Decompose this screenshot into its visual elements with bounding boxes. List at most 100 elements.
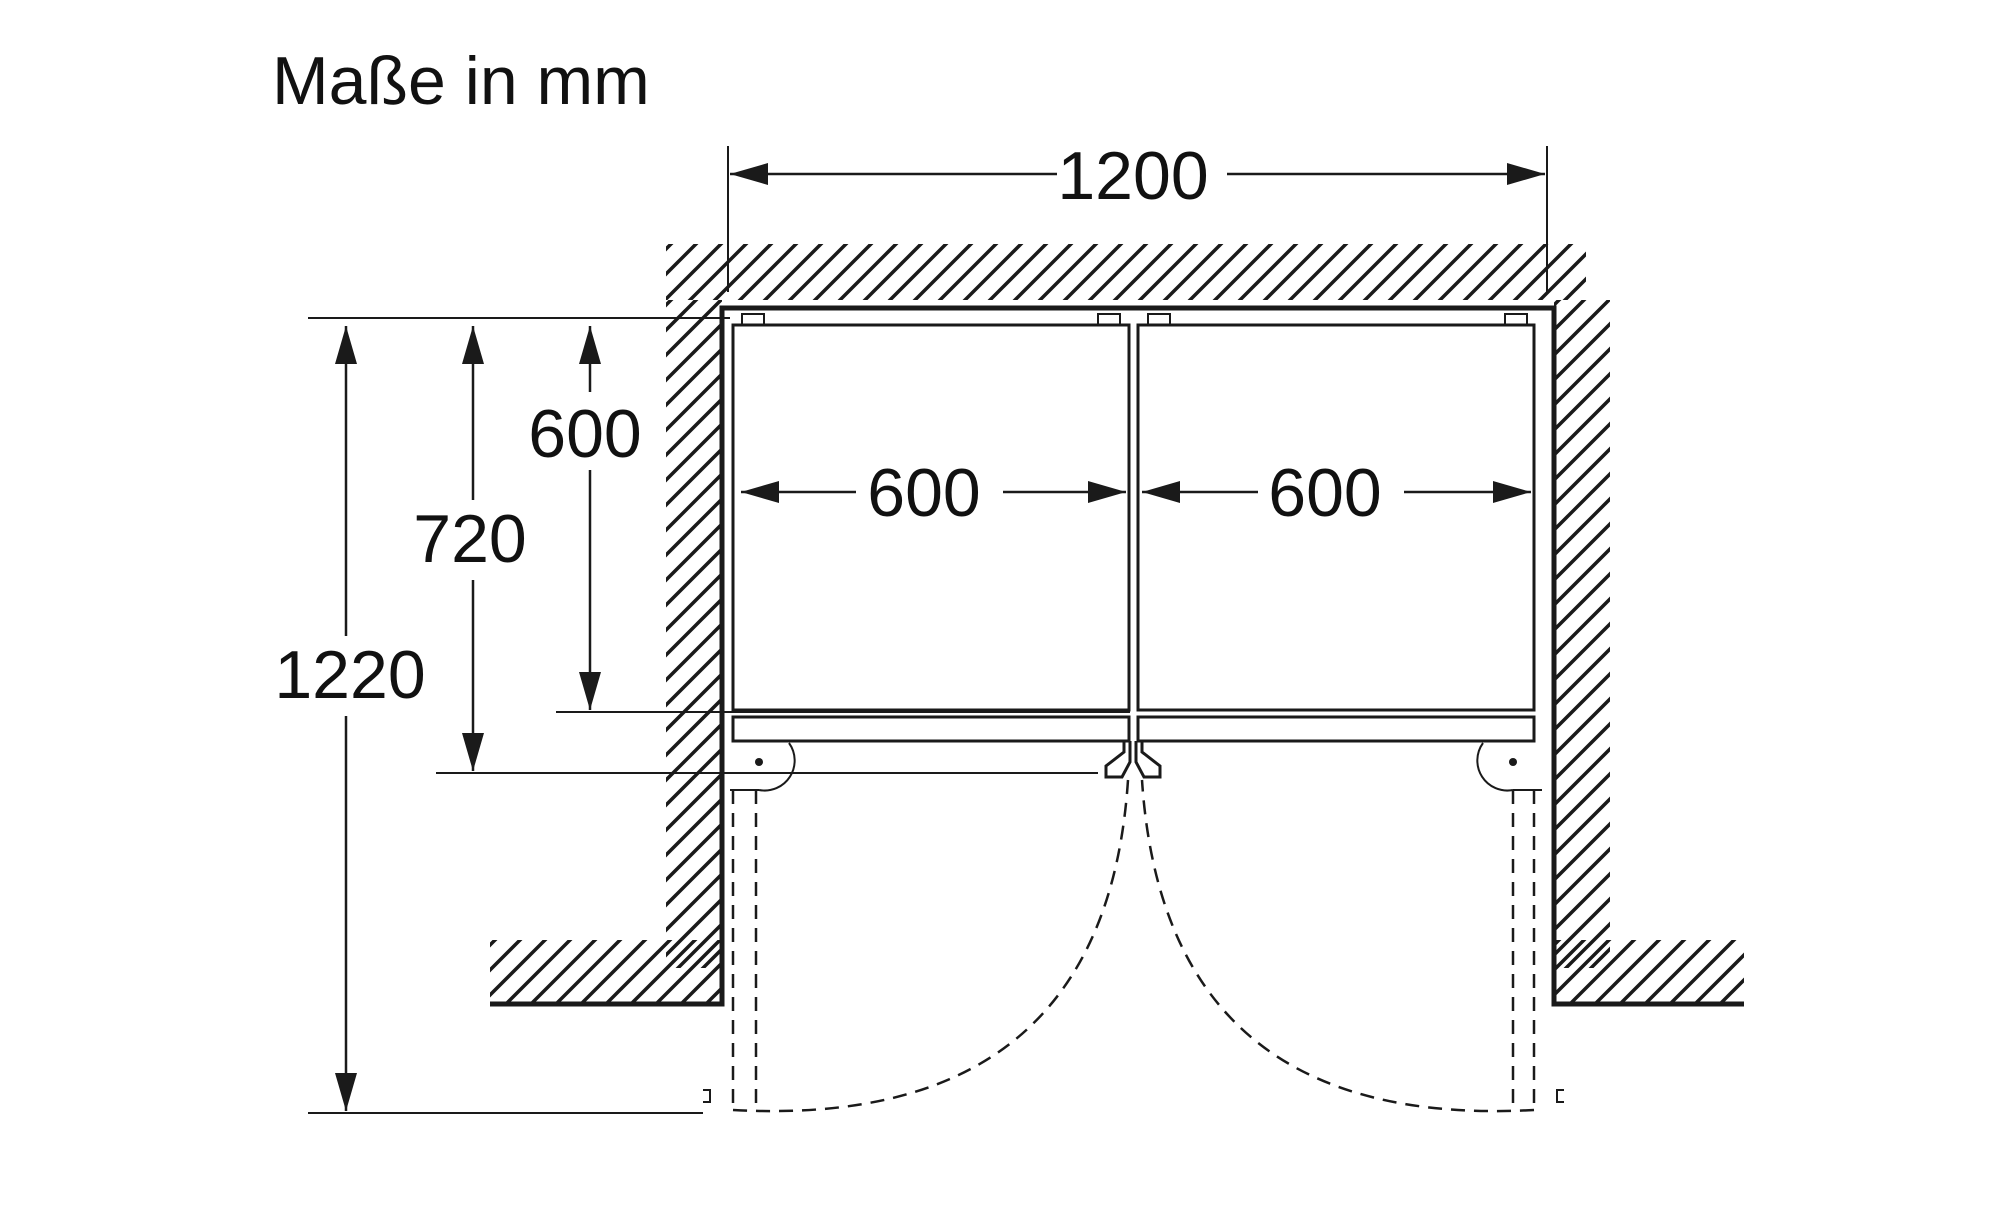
hatch-line <box>666 646 722 708</box>
hatch-line <box>1750 920 1854 1024</box>
hatch-line <box>1821 280 2000 988</box>
hatch-line <box>1645 224 1741 320</box>
hatch-line <box>1158 280 1866 988</box>
hatch-line <box>666 821 722 883</box>
hatch-line <box>1554 471 1610 533</box>
door-swing-paths <box>703 779 1564 1113</box>
hatch-line <box>603 940 673 1004</box>
hatch-line <box>666 396 722 458</box>
hatch-line <box>708 280 1416 988</box>
hatch-line <box>1537 251 1586 300</box>
hatch-line <box>1362 244 1424 300</box>
hatch-line <box>833 280 1541 988</box>
hatch-line <box>666 446 722 508</box>
arrow-depth-door-end <box>462 733 484 771</box>
wall-hatching <box>490 224 2000 1024</box>
hatch-line <box>712 244 774 300</box>
hatch-line <box>1187 244 1249 300</box>
hatch-line <box>1112 244 1174 300</box>
hatch-line <box>908 280 1616 988</box>
hatch-line <box>675 921 722 968</box>
hatch-line <box>786 920 890 1024</box>
hatch-line <box>666 521 722 583</box>
hatch-line <box>1621 280 2000 988</box>
unit-width-right-label: 600 <box>1268 455 1381 531</box>
hatch-line <box>1596 280 2000 988</box>
hatch-line <box>858 280 1566 988</box>
hatch-line <box>1183 280 1891 988</box>
hatch-line <box>1646 280 2000 988</box>
hatch-line <box>808 280 1516 988</box>
hatch-line <box>1012 244 1074 300</box>
hatch-line <box>666 596 722 658</box>
hatch-line <box>1554 896 1610 958</box>
hatch-line <box>1554 771 1610 833</box>
hatch-line <box>1487 244 1549 300</box>
hatch-line <box>737 244 799 300</box>
hatch-line <box>1358 280 2000 988</box>
hatch-line <box>1554 321 1610 383</box>
hatch-line <box>1462 244 1524 300</box>
arrow-depth-body-start <box>579 326 601 364</box>
hatch-line <box>1696 280 2000 988</box>
appliance-left <box>731 313 1131 743</box>
hatch-line <box>1554 300 1562 308</box>
arrow-depth-door-start <box>462 326 484 364</box>
hatch-line <box>666 471 722 533</box>
hatch-line <box>1387 244 1449 300</box>
hatch-line <box>1437 244 1499 300</box>
hatch-line <box>837 244 899 300</box>
hatch-line <box>1896 280 2000 988</box>
hatch-line <box>1554 696 1610 758</box>
hatch-line <box>687 244 749 300</box>
hatch-line <box>1133 280 1841 988</box>
hatch-line <box>846 280 1554 988</box>
hatch-line <box>1742 1002 1744 1004</box>
hatch-line <box>1554 671 1610 733</box>
hatch-line <box>666 546 722 608</box>
extension-lines <box>308 146 1548 1114</box>
hatch-line <box>666 346 722 408</box>
hatch-line <box>666 496 722 558</box>
hatch-line <box>1554 446 1610 508</box>
hatch-line <box>1971 280 2000 988</box>
hatch-line <box>678 960 722 1004</box>
hatch-line <box>1083 280 1791 988</box>
hatch-line <box>666 846 722 908</box>
hatch-line <box>1554 646 1610 708</box>
hatch-line <box>1946 280 2000 988</box>
hatch-line <box>1554 940 1562 948</box>
hatch-line <box>528 940 598 1004</box>
door-handles <box>1104 741 1162 779</box>
hatch-line <box>912 244 974 300</box>
dimension-lines <box>335 163 1545 1111</box>
hatch-line <box>666 244 699 277</box>
hatch-line <box>666 300 722 358</box>
hatch-line <box>1208 280 1916 988</box>
hatch-line <box>1554 721 1610 783</box>
hinge-right <box>1476 742 1542 792</box>
hatch-line <box>1846 280 2000 988</box>
hatch-line <box>666 796 722 858</box>
hatch-line <box>666 371 722 433</box>
depth-body-label: 600 <box>528 396 641 472</box>
hatch-line <box>1554 596 1610 658</box>
hatch-line <box>1692 952 1744 1004</box>
hatch-line <box>1554 521 1610 583</box>
hatch-line <box>653 940 722 1004</box>
niche-wall-outline <box>490 305 1744 1007</box>
hatch-line <box>887 244 949 300</box>
hatch-line <box>1233 280 1941 988</box>
hatch-line <box>1588 946 1610 968</box>
hatch-line <box>666 771 722 833</box>
hatch-line <box>666 421 722 483</box>
hatch-line <box>1333 280 2000 988</box>
arrow-depth-body-end <box>579 672 601 710</box>
hatch-line <box>553 940 623 1004</box>
hatch-line <box>1717 977 1744 1004</box>
hatch-line <box>1554 371 1610 433</box>
hatch-line <box>1670 224 1766 320</box>
hatch-line <box>962 244 1024 300</box>
hatch-line <box>1287 244 1349 300</box>
hatch-line <box>1554 496 1610 558</box>
